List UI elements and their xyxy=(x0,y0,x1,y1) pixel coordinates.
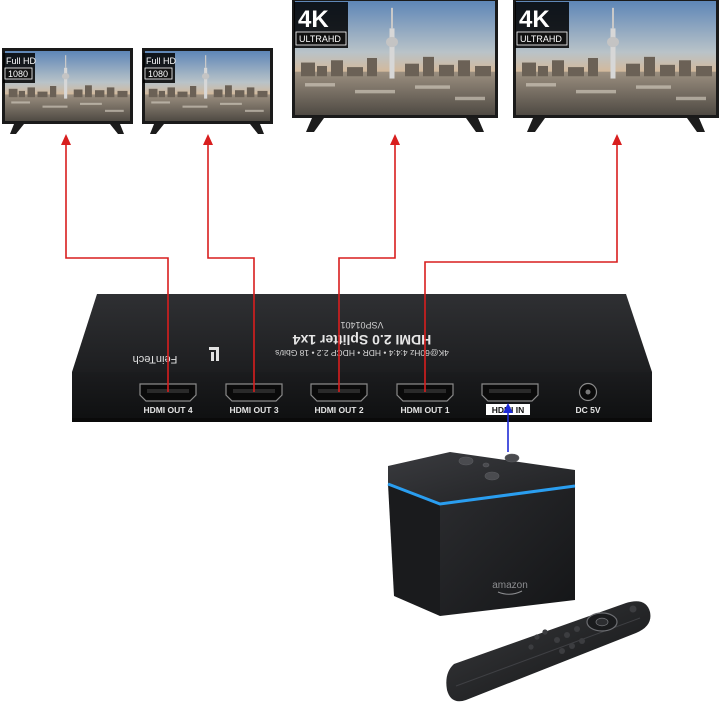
signal-line-out-2 xyxy=(338,140,396,392)
tv-stand-right xyxy=(466,118,484,132)
remote-home-icon xyxy=(564,632,570,638)
splitter-model: VSP01401 xyxy=(340,320,383,330)
amazon-smile-icon xyxy=(497,590,523,595)
port-label: DC 5V xyxy=(575,405,600,415)
remote-guide-icon xyxy=(528,644,534,650)
cube-mic-icon xyxy=(482,462,490,468)
remote-mic-icon xyxy=(629,605,637,613)
tv-badge-top: Full HD xyxy=(6,56,37,66)
tv-full-hd-2: Full HD 1080 xyxy=(142,48,273,134)
tv-full-hd-1: Full HD 1080 xyxy=(2,48,133,134)
remote-body xyxy=(446,601,651,702)
cube-button-icon xyxy=(458,456,474,466)
splitter-brand: FeinTech xyxy=(133,353,178,365)
arrow-up-icon xyxy=(612,134,622,145)
tv-stand-left xyxy=(527,118,545,132)
tv-badge-top: Full HD xyxy=(146,56,177,66)
tv-badge-bottom: 1080 xyxy=(148,69,168,79)
tv-stand-right xyxy=(110,124,124,134)
splitter-title: HDMI 2.0 Splitter 1x4 xyxy=(293,332,432,348)
feintech-logo-icon xyxy=(209,347,219,361)
tv-badge-bottom: 1080 xyxy=(8,69,28,79)
remote-control xyxy=(446,601,651,702)
port-dc-5v[interactable]: DC 5V xyxy=(575,382,601,416)
tv-badge-top: 4K xyxy=(519,6,550,33)
cube-left-face xyxy=(388,484,440,616)
signal-line-in xyxy=(503,403,513,452)
cube-front-face xyxy=(440,486,575,616)
cube-button-icon xyxy=(504,453,520,463)
port-label: HDMI OUT 4 xyxy=(143,405,192,415)
signal-line-out-4 xyxy=(65,140,169,392)
remote-play-icon xyxy=(569,643,575,649)
arrow-up-icon xyxy=(390,134,400,145)
tv-4k-2: 4K ULTRAHD xyxy=(513,0,719,132)
port-label: HDMI OUT 3 xyxy=(229,405,278,415)
tv-stand-left xyxy=(306,118,324,132)
media-player-cube: amazon xyxy=(387,452,576,616)
cube-light-ring xyxy=(387,482,576,506)
arrow-up-icon xyxy=(203,134,213,145)
signal-line-out-3 xyxy=(207,140,255,392)
tv-stand-right xyxy=(250,124,264,134)
cube-brand: amazon xyxy=(492,580,528,591)
arrow-up-icon xyxy=(61,134,71,145)
hdmi-splitter: 4K@60Hz 4:4:4 • HDR • HDCP 2.2 • 18 Gbit… xyxy=(72,294,652,422)
remote-forward-icon xyxy=(559,648,565,654)
remote-menu-icon xyxy=(554,637,560,643)
remote-mute-icon xyxy=(534,634,540,640)
cube-button-icon xyxy=(484,471,500,481)
remote-back-icon xyxy=(574,626,580,632)
remote-buttons[interactable] xyxy=(528,605,637,655)
signal-arrowheads xyxy=(61,134,622,145)
tv-badge-top: 4K xyxy=(298,6,329,33)
tv-stand-left xyxy=(150,124,164,134)
tv-badge-bottom: ULTRAHD xyxy=(520,34,562,44)
arrow-up-icon xyxy=(503,403,513,413)
tv-badge-bottom: ULTRAHD xyxy=(299,34,341,44)
remote-rewind-icon xyxy=(579,638,585,644)
tv-4k-1: 4K ULTRAHD xyxy=(292,0,498,132)
tv-stand-left xyxy=(10,124,24,134)
cube-buttons[interactable] xyxy=(458,453,520,481)
remote-volume-icon xyxy=(542,629,548,635)
remote-select-icon xyxy=(595,617,609,627)
signal-line-out-1 xyxy=(424,140,618,392)
splitter-spec: 4K@60Hz 4:4:4 • HDR • HDCP 2.2 • 18 Gbit… xyxy=(275,348,449,358)
port-label: HDMI OUT 1 xyxy=(400,405,449,415)
port-label: HDMI OUT 2 xyxy=(314,405,363,415)
signal-lines-out xyxy=(65,140,618,392)
tv-stand-right xyxy=(687,118,705,132)
